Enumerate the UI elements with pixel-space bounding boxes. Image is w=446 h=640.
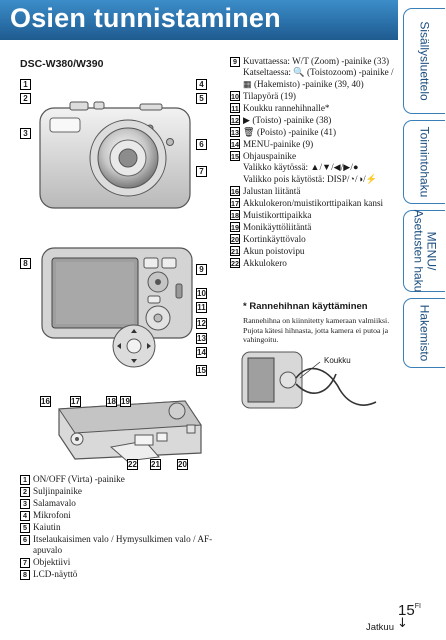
tab-contents[interactable]: Sisällysluettelo xyxy=(403,8,445,114)
list-item: 13🗑 (Poisto) -painike (41) xyxy=(230,126,337,138)
strap-description: Rannehihna on kiinnitetty kameraan valmi… xyxy=(243,316,390,345)
page-number: 15FI xyxy=(398,602,421,619)
hook-label: Koukku xyxy=(324,356,351,365)
callout-16: 16 xyxy=(40,396,51,407)
callout-9: 9 xyxy=(196,264,207,275)
page-title: Osien tunnistaminen xyxy=(10,3,281,33)
callout-22: 22 xyxy=(127,459,138,470)
strap-heading: * Rannehihnan käyttäminen xyxy=(243,301,368,312)
callout-4: 4 xyxy=(196,79,207,90)
callout-15: 15 xyxy=(196,365,207,376)
callout-8: 8 xyxy=(20,258,31,269)
list-item: 15 Ohjauspainike Valikko käytössä: ▲/▼/◀… xyxy=(230,150,378,184)
callout-2: 2 xyxy=(20,93,31,104)
callout-7: 7 xyxy=(196,166,207,177)
arrow-down-icon: ↓ xyxy=(397,616,408,631)
callout-17: 17 xyxy=(70,396,81,407)
callout-14: 14 xyxy=(196,347,207,358)
header-bar xyxy=(0,0,398,40)
callout-3: 3 xyxy=(20,128,31,139)
callout-19: 19 xyxy=(120,396,131,407)
camera-bottom-diagram xyxy=(55,395,205,465)
callout-5: 5 xyxy=(196,93,207,104)
list-item: 9 Kuvattaessa: W/T (Zoom) -painike (33) … xyxy=(230,56,398,90)
callout-1: 1 xyxy=(20,79,31,90)
tab-index[interactable]: Hakemisto xyxy=(403,298,445,368)
camera-front-diagram xyxy=(30,88,200,218)
callout-12: 12 xyxy=(196,318,207,329)
control-button-closeup xyxy=(110,320,160,375)
continue-link[interactable]: Jatkuu xyxy=(366,622,394,633)
callout-11: 11 xyxy=(196,302,207,313)
wrist-strap-diagram xyxy=(240,350,380,410)
callout-21: 21 xyxy=(150,459,161,470)
callout-10: 10 xyxy=(196,288,207,299)
model-label: DSC-W380/W390 xyxy=(20,58,104,70)
callout-13: 13 xyxy=(196,333,207,344)
callout-18: 18 xyxy=(106,396,117,407)
tab-operation-search[interactable]: Toimintohaku xyxy=(403,120,445,204)
camera-back-diagram xyxy=(40,238,200,348)
tab-menu-settings-search[interactable]: MENU/ Asetusten haku xyxy=(403,210,445,292)
parts-list-right: 9 Kuvattaessa: W/T (Zoom) -painike (33) … xyxy=(230,56,398,270)
list-item: 12▶ (Toisto) -painike (38) xyxy=(230,114,332,126)
callout-20: 20 xyxy=(177,459,188,470)
callout-6: 6 xyxy=(196,139,207,150)
